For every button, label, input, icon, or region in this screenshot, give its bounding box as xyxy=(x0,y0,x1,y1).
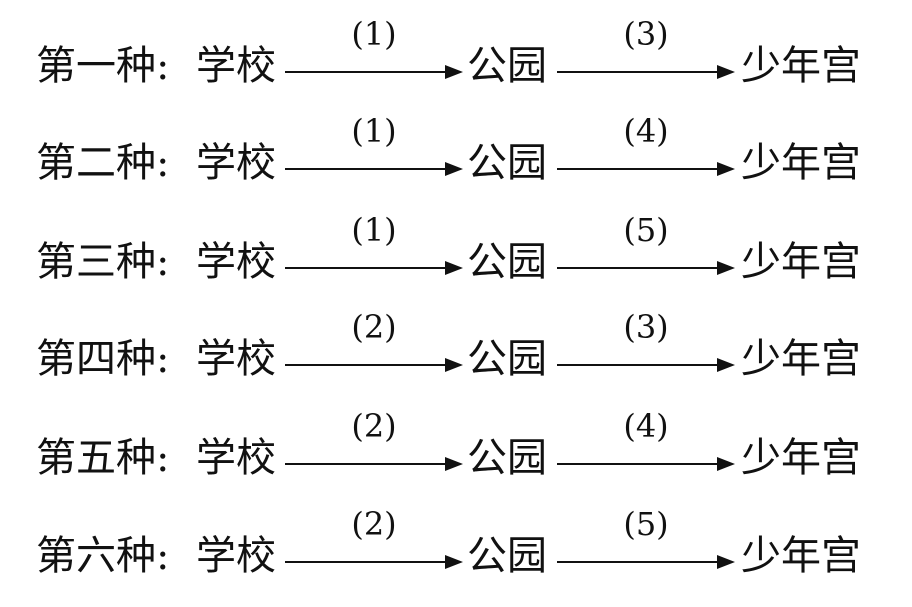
end-location: 少年宫 xyxy=(741,43,861,89)
end-location: 少年宫 xyxy=(741,140,861,186)
mid-location: 公园 xyxy=(467,43,547,89)
right-arrow-icon xyxy=(557,261,735,275)
route-name: 第三种: xyxy=(36,239,170,285)
start-location: 学校 xyxy=(196,239,276,285)
right-arrow-icon xyxy=(285,358,463,372)
start-location: 学校 xyxy=(196,533,276,579)
start-location: 学校 xyxy=(196,435,276,481)
route-name: 第一种: xyxy=(36,43,170,89)
path-label: (2) xyxy=(351,308,397,346)
path-label: (5) xyxy=(623,505,669,543)
mid-location: 公园 xyxy=(467,533,547,579)
path-label: (5) xyxy=(623,211,669,249)
path-label: (1) xyxy=(351,15,397,53)
start-location: 学校 xyxy=(196,140,276,186)
start-location: 学校 xyxy=(196,336,276,382)
route-row-5: 第五种: 学校 (2) 公园 (4) 少年宫 xyxy=(0,392,912,488)
end-location: 少年宫 xyxy=(741,336,861,382)
right-arrow-icon xyxy=(557,457,735,471)
end-location: 少年宫 xyxy=(741,533,861,579)
mid-location: 公园 xyxy=(467,435,547,481)
route-name: 第六种: xyxy=(36,533,170,579)
route-row-2: 第二种: 学校 (1) 公园 (4) 少年宫 xyxy=(0,97,912,193)
mid-location: 公园 xyxy=(467,239,547,285)
path-label: (2) xyxy=(351,505,397,543)
path-label: (2) xyxy=(351,407,397,445)
route-row-6: 第六种: 学校 (2) 公园 (5) 少年宫 xyxy=(0,490,912,586)
route-row-1: 第一种: 学校 (1) 公园 (3) 少年宫 xyxy=(0,0,912,96)
right-arrow-icon xyxy=(557,358,735,372)
right-arrow-icon xyxy=(285,162,463,176)
route-row-3: 第三种: 学校 (1) 公园 (5) 少年宫 xyxy=(0,196,912,292)
right-arrow-icon xyxy=(285,65,463,79)
path-label: (4) xyxy=(623,112,669,150)
right-arrow-icon xyxy=(285,457,463,471)
right-arrow-icon xyxy=(557,555,735,569)
right-arrow-icon xyxy=(557,162,735,176)
mid-location: 公园 xyxy=(467,140,547,186)
path-label: (1) xyxy=(351,112,397,150)
path-label: (4) xyxy=(623,407,669,445)
path-label: (3) xyxy=(623,308,669,346)
route-name: 第二种: xyxy=(36,140,170,186)
path-label: (1) xyxy=(351,211,397,249)
right-arrow-icon xyxy=(285,261,463,275)
right-arrow-icon xyxy=(557,65,735,79)
right-arrow-icon xyxy=(285,555,463,569)
route-name: 第四种: xyxy=(36,336,170,382)
start-location: 学校 xyxy=(196,43,276,89)
end-location: 少年宫 xyxy=(741,239,861,285)
end-location: 少年宫 xyxy=(741,435,861,481)
mid-location: 公园 xyxy=(467,336,547,382)
path-label: (3) xyxy=(623,15,669,53)
route-row-4: 第四种: 学校 (2) 公园 (3) 少年宫 xyxy=(0,293,912,389)
route-name: 第五种: xyxy=(36,435,170,481)
